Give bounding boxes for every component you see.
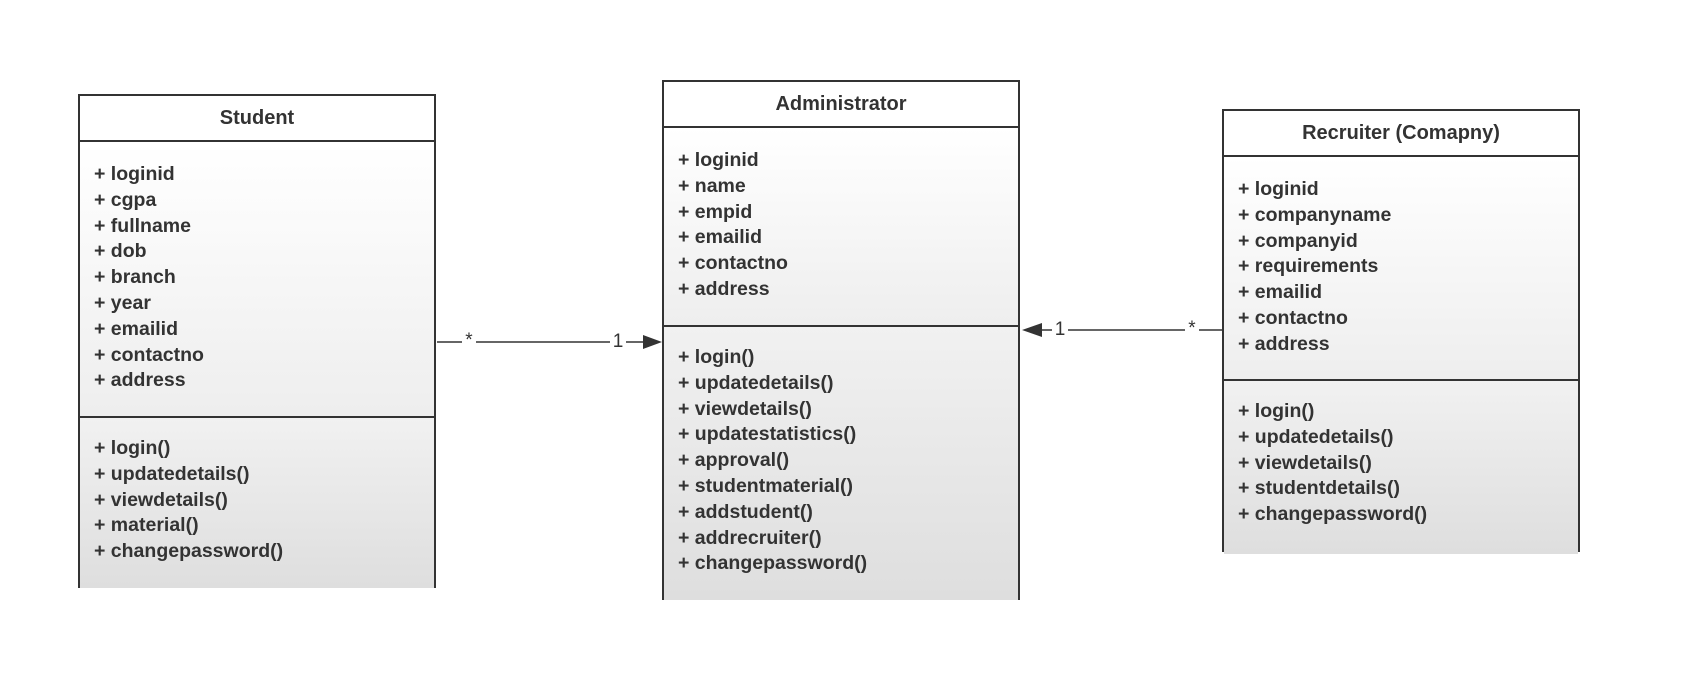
method: + updatestatistics()	[678, 423, 857, 446]
attribute: + companyid	[1238, 229, 1358, 252]
method: + updatedetails()	[1238, 425, 1394, 448]
class-administrator[interactable]: Administrator + loginid + name + empid +…	[662, 80, 1020, 600]
method: + material()	[94, 514, 199, 537]
attribute: + address	[1238, 332, 1330, 355]
attribute: + requirements	[1238, 255, 1379, 278]
methods-compartment: + login() + updatedetails() + viewdetail…	[664, 327, 1018, 600]
attribute: + dob	[94, 240, 147, 263]
attribute: + emailid	[678, 226, 762, 249]
attribute: + name	[678, 174, 746, 197]
method: + approval()	[678, 449, 790, 472]
attributes-compartment: + loginid + companyname + companyid + re…	[1224, 157, 1578, 381]
attribute: + emailid	[94, 317, 178, 340]
attribute: + emailid	[1238, 281, 1322, 304]
attributes-compartment: + loginid + name + empid + emailid + con…	[664, 128, 1018, 327]
class-student[interactable]: Student + loginid + cgpa + fullname + do…	[78, 94, 436, 588]
attribute: + contactno	[678, 252, 788, 275]
method: + changepassword()	[94, 540, 284, 563]
association-recruiter-administrator: 1 *	[1022, 316, 1222, 340]
class-recruiter[interactable]: Recruiter (Comapny) + loginid + companyn…	[1222, 109, 1580, 554]
multiplicity-admin-end: 1	[613, 331, 624, 352]
method: + updatedetails()	[94, 462, 250, 485]
multiplicity-student-end: *	[465, 330, 473, 351]
method: + updatedetails()	[678, 371, 834, 394]
method: + login()	[1238, 400, 1315, 422]
association-student-administrator: * 1	[437, 328, 662, 352]
method: + viewdetails()	[1238, 451, 1372, 474]
attribute: + fullname	[94, 214, 191, 237]
attribute: + year	[94, 291, 151, 314]
method: + changepassword()	[1238, 503, 1428, 526]
methods-compartment: + login() + updatedetails() + viewdetail…	[1224, 381, 1578, 554]
multiplicity-admin-end: 1	[1055, 319, 1066, 340]
method: + viewdetails()	[94, 488, 228, 511]
methods-compartment: + login() + updatedetails() + viewdetail…	[80, 418, 434, 588]
arrowhead-icon	[643, 335, 662, 349]
method: + viewdetails()	[678, 397, 812, 420]
attribute: + address	[94, 369, 186, 392]
attribute: + cgpa	[94, 188, 157, 211]
attribute: + contactno	[1238, 306, 1348, 329]
attribute: + loginid	[678, 149, 759, 171]
method: + changepassword()	[678, 552, 868, 575]
attribute: + empid	[678, 200, 753, 223]
method: + addrecruiter()	[678, 526, 822, 549]
method: + login()	[94, 437, 171, 459]
multiplicity-recruiter-end: *	[1188, 318, 1196, 339]
method: + studentdetails()	[1238, 477, 1400, 500]
class-name: Recruiter (Comapny)	[1224, 111, 1578, 157]
arrowhead-icon	[1022, 323, 1042, 337]
method: + addstudent()	[678, 500, 813, 523]
method: + login()	[678, 346, 755, 368]
attribute: + contactno	[94, 343, 204, 366]
attribute: + address	[678, 277, 770, 300]
attribute: + loginid	[94, 163, 175, 185]
attribute: + loginid	[1238, 178, 1319, 200]
attribute: + companyname	[1238, 203, 1392, 226]
class-name: Administrator	[664, 82, 1018, 128]
attributes-compartment: + loginid + cgpa + fullname + dob + bran…	[80, 142, 434, 418]
method: + studentmaterial()	[678, 474, 853, 497]
class-name: Student	[80, 96, 434, 142]
attribute: + branch	[94, 266, 176, 289]
